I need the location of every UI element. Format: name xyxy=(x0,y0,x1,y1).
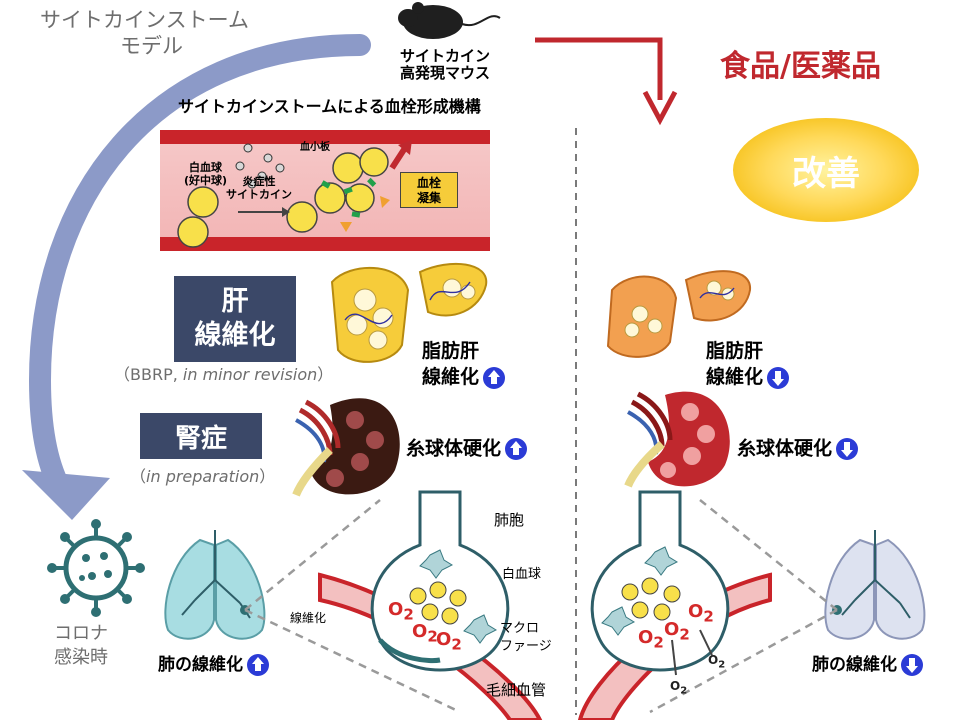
zoom-lines xyxy=(244,499,838,714)
liver-citation-end: ） xyxy=(317,365,334,384)
liver-label-right-line1: 脂肪肝 xyxy=(706,340,764,362)
down-arrow-icon xyxy=(901,654,923,676)
liver-label-right: 脂肪肝 線維化 xyxy=(706,338,790,390)
o2-label: O2 xyxy=(388,599,414,624)
kidney-label-right: 糸球体硬化 xyxy=(737,437,859,460)
o2-label-sub: 2 xyxy=(427,627,438,646)
cytokine-label-line1: 炎症性 xyxy=(242,175,276,188)
down-arrow-icon xyxy=(767,366,790,389)
liver-label-right-line2: 線維化 xyxy=(706,366,764,388)
o2-label: O2 xyxy=(638,627,664,652)
up-arrow-icon xyxy=(483,366,506,389)
mouse-label: サイトカイン 高発現マウス xyxy=(400,47,491,83)
improvement-badge: 改善 xyxy=(733,118,919,222)
liver-box-line1: 肝 xyxy=(221,286,249,317)
o2-label-o: O xyxy=(638,627,654,648)
alveolus-right xyxy=(577,490,772,720)
improved-liver-image xyxy=(606,270,752,358)
o2-label: O2 xyxy=(436,629,462,654)
model-title-line2: モデル xyxy=(120,34,183,58)
lung-image-right xyxy=(824,530,926,640)
fibrosis-label: 線維化 xyxy=(290,611,327,625)
lung-label-left: 肺の線維化 xyxy=(158,654,269,676)
model-curve-arrow xyxy=(22,34,371,520)
model-title-line1: サイトカインストーム xyxy=(40,8,249,32)
o2-label-o: O xyxy=(670,679,681,693)
mouse-label-line2: 高発現マウス xyxy=(400,64,491,83)
liver-citation-start: （BBRP, xyxy=(114,365,183,384)
kidney-citation-end: ） xyxy=(259,467,276,486)
o2-label: O2 xyxy=(412,621,438,646)
alveolus-left xyxy=(318,490,543,720)
kidney-label-right-text: 糸球体硬化 xyxy=(737,437,833,460)
covid-label: コロナ 感染時 xyxy=(54,622,108,670)
o2-label-o: O xyxy=(708,653,719,667)
lung-label-right-text: 肺の線維化 xyxy=(812,655,897,675)
liver-label-left-line1: 脂肪肝 xyxy=(422,340,480,362)
o2-label-o: O xyxy=(688,601,704,622)
kidney-citation-italic: in preparation xyxy=(146,467,260,486)
lung-label-right: 肺の線維化 xyxy=(812,654,923,676)
clot-box: 血栓 凝集 xyxy=(400,172,458,208)
o2-label-sub: 2 xyxy=(679,625,690,644)
cytokine-label: 炎症性 サイトカイン xyxy=(226,175,292,201)
kidney-citation: （in preparation） xyxy=(130,467,276,486)
kidney-image-right xyxy=(624,391,730,488)
liver-box-line2: 線維化 xyxy=(194,320,276,351)
kidney-label-left-text: 糸球体硬化 xyxy=(406,437,502,460)
wbc-label: 白血球 (好中球) xyxy=(184,161,228,187)
up-arrow-icon xyxy=(505,438,528,460)
covid-label-line2: 感染時 xyxy=(54,647,108,668)
o2-label: O2 xyxy=(670,679,688,697)
capillary-label: 毛細血管 xyxy=(486,681,547,699)
thrombus-title: サイトカインストームによる血栓形成機構 xyxy=(178,97,481,116)
fatty-liver-image xyxy=(330,262,488,363)
o2-label-o: O xyxy=(388,599,404,620)
clot-line2: 凝集 xyxy=(416,191,441,205)
o2-label-sub: 2 xyxy=(680,685,688,697)
mouse-label-line1: サイトカイン xyxy=(400,47,491,65)
mouse-icon xyxy=(398,2,501,39)
red-arrow xyxy=(535,37,678,126)
covid-label-line1: コロナ xyxy=(54,623,108,644)
alveolus-label: 肺胞 xyxy=(494,511,525,529)
macrophage-label-line1: マクロ xyxy=(500,621,540,636)
lung-label-left-text: 肺の線維化 xyxy=(158,655,243,675)
liver-label-left-line2: 線維化 xyxy=(422,366,480,388)
liver-citation: （BBRP, in minor revision） xyxy=(114,365,334,384)
macrophage-label-line2: ファージ xyxy=(500,639,552,654)
macrophage-label: マクロ ファージ xyxy=(500,620,552,656)
kidney-citation-start: （ xyxy=(130,467,147,486)
o2-label: O2 xyxy=(664,619,690,644)
kidney-label-left: 糸球体硬化 xyxy=(406,437,528,460)
o2-label-o: O xyxy=(664,619,680,640)
clot-line1: 血栓 xyxy=(416,176,441,190)
o2-label-o: O xyxy=(412,621,428,642)
o2-label-sub: 2 xyxy=(703,607,714,626)
o2-label: O2 xyxy=(708,653,726,671)
o2-label-sub: 2 xyxy=(451,635,462,654)
o2-label-o: O xyxy=(436,629,452,650)
o2-label-sub: 2 xyxy=(653,633,664,652)
product-label: 食品/医薬品 xyxy=(720,49,881,84)
up-arrow-icon xyxy=(247,654,269,676)
kidney-image-left xyxy=(292,398,400,497)
o2-label-sub: 2 xyxy=(718,659,726,671)
o2-label: O2 xyxy=(688,601,714,626)
virus-icon xyxy=(47,519,145,617)
wbc-label-line1: 白血球 xyxy=(189,161,223,174)
cytokine-label-line2: サイトカイン xyxy=(226,187,292,201)
down-arrow-icon xyxy=(836,438,859,460)
liver-label-left: 脂肪肝 線維化 xyxy=(422,338,506,390)
wbc-label-line2: (好中球) xyxy=(184,173,228,187)
kidney-box: 腎症 xyxy=(140,413,262,459)
platelet-label: 血小板 xyxy=(300,142,330,153)
wbc-lung-label: 白血球 xyxy=(502,567,542,582)
liver-box: 肝 線維化 xyxy=(174,276,296,362)
lung-image-left xyxy=(164,530,266,640)
o2-label-sub: 2 xyxy=(403,605,414,624)
liver-citation-italic: in minor revision xyxy=(182,365,318,384)
